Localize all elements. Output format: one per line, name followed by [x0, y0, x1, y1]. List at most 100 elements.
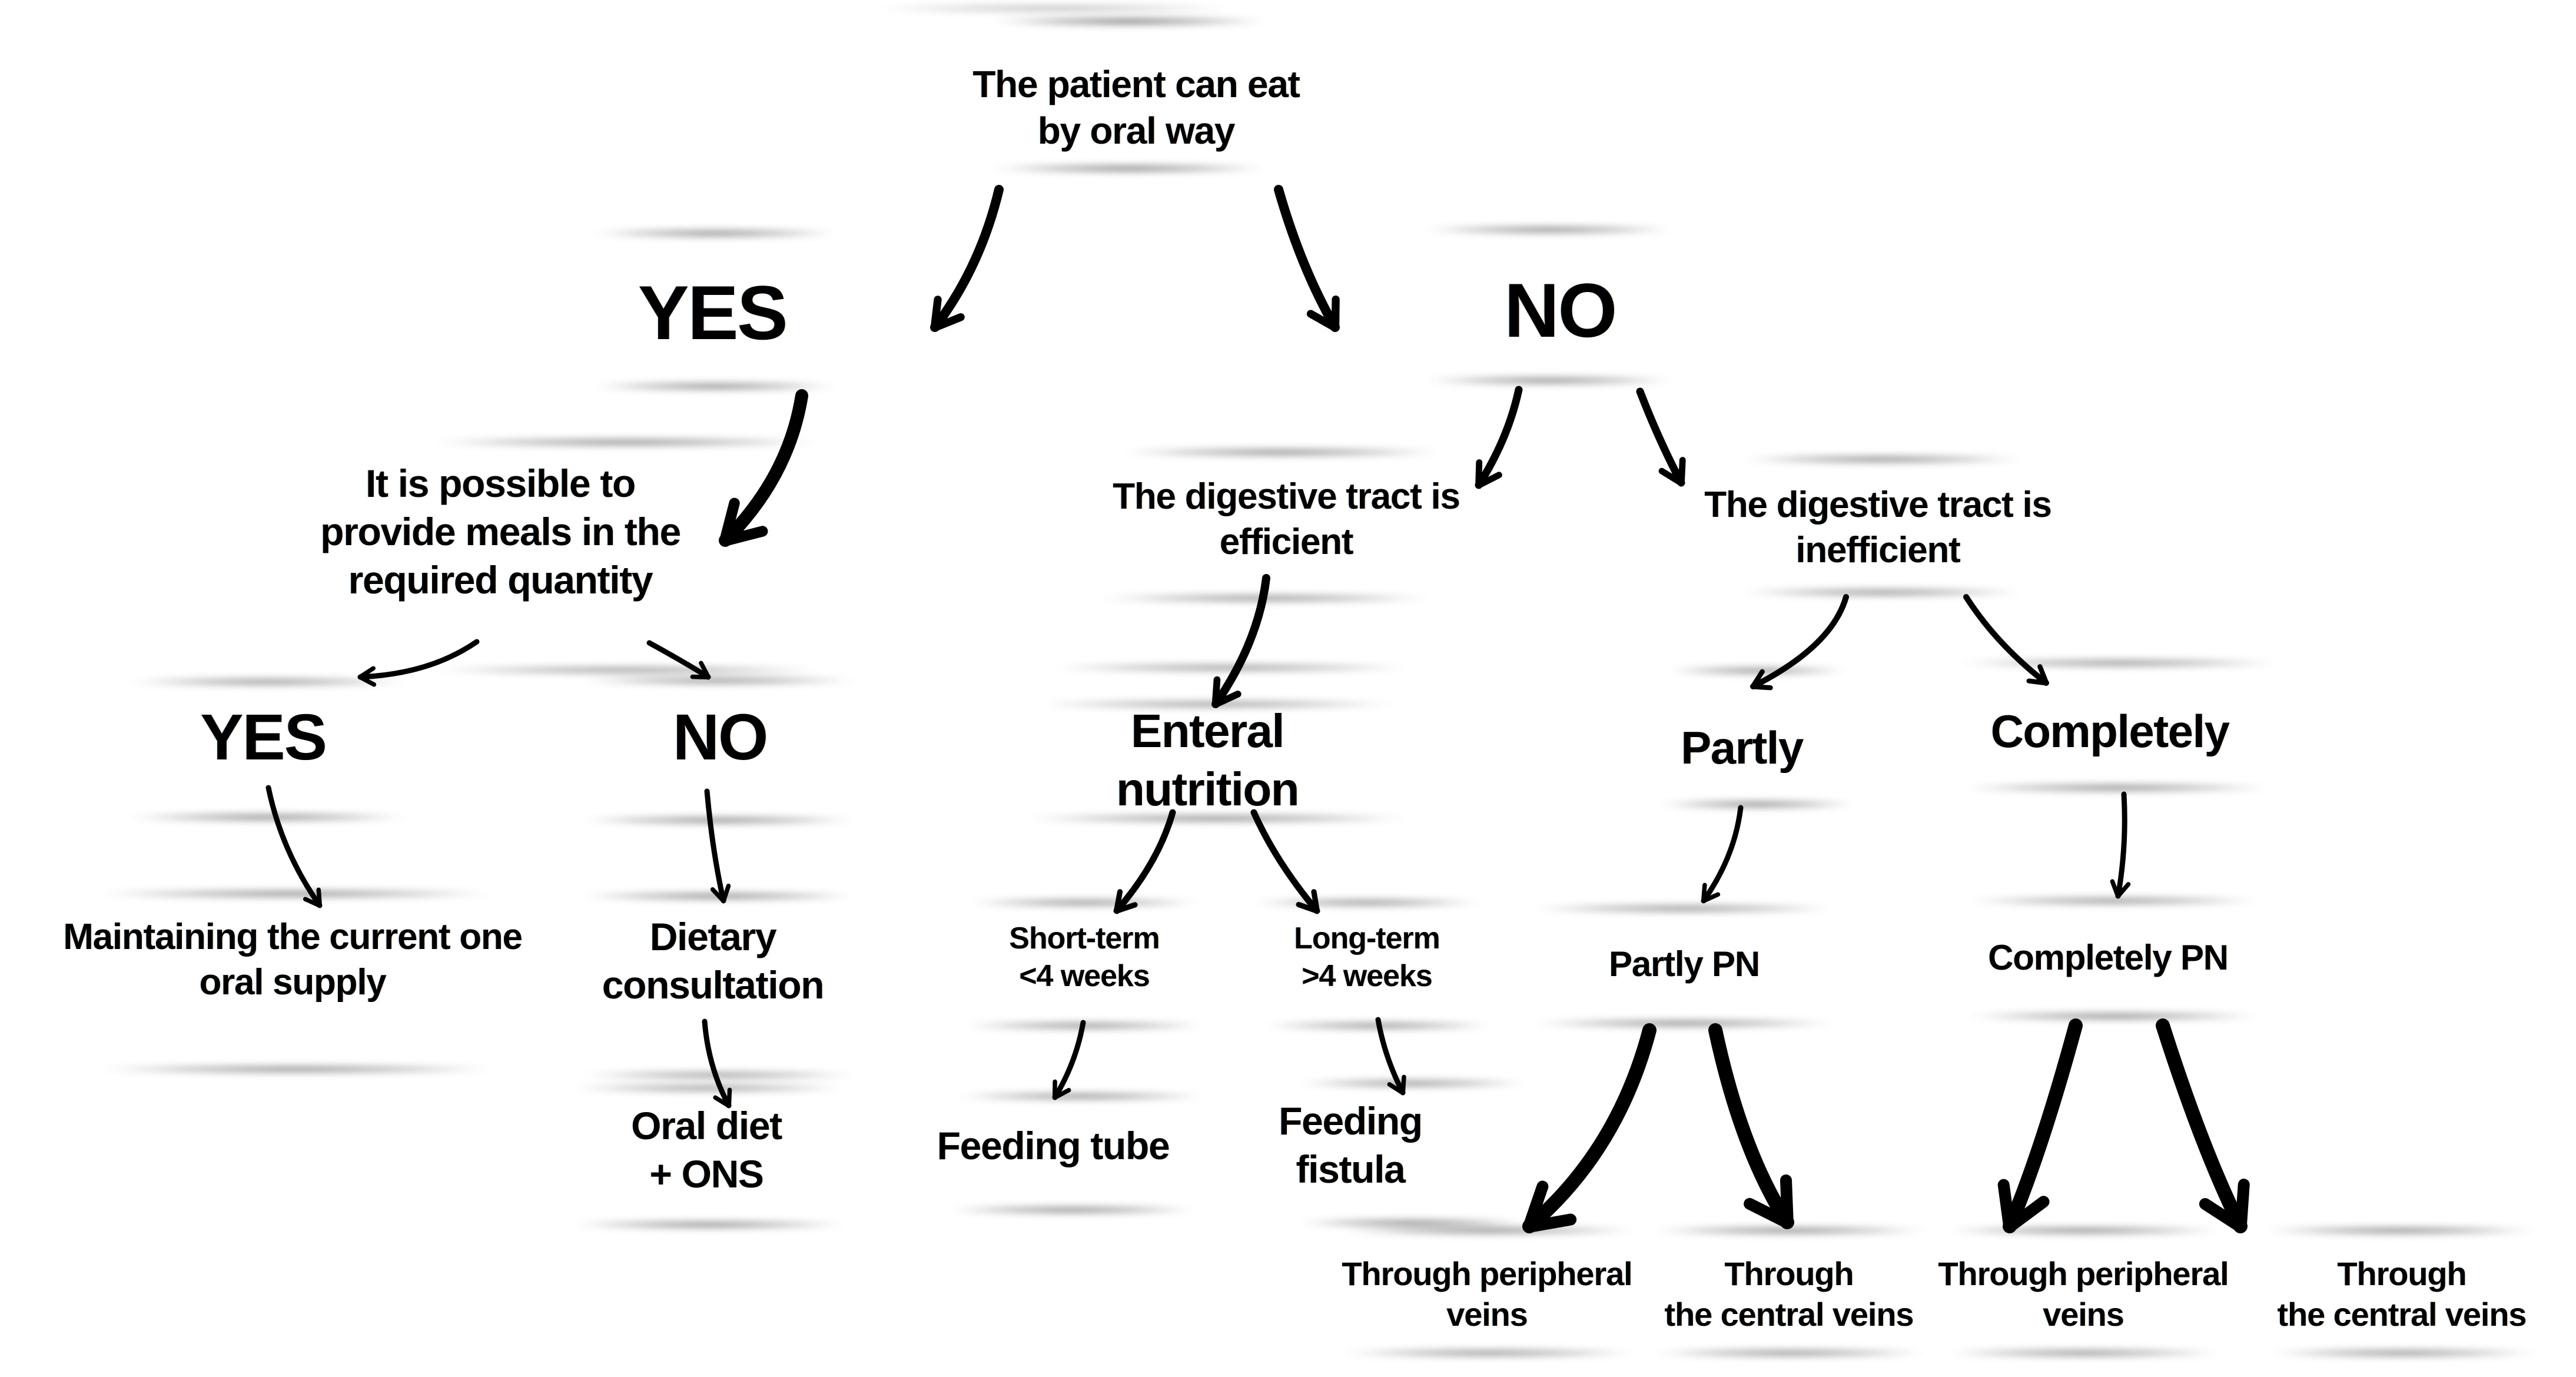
arrow-yes2-to-maintain	[265, 785, 323, 908]
shadow-bar	[1631, 801, 1884, 810]
arrow-possible-to-yes2	[357, 639, 480, 687]
node-possible-line: It is possible to	[366, 462, 636, 505]
shadow-bar	[1613, 1227, 1966, 1236]
node-possible-line: provide meals in the	[320, 509, 681, 553]
node-maintain-line: oral supply	[199, 961, 386, 1003]
shadow-bar	[542, 677, 895, 686]
node-no2-line: NO	[672, 701, 769, 774]
shadow-bar	[2225, 1227, 2576, 1236]
node-inefficient-line: The digestive tract is	[1704, 485, 2052, 525]
node-dietary-line: consultation	[602, 963, 825, 1007]
node-long-term-line: >4 weeks	[1302, 959, 1433, 994]
shadow-bar	[542, 817, 895, 826]
arrow-completely-to-completely-pn	[2110, 791, 2131, 899]
node-no1-line: NO	[1504, 267, 1617, 353]
shadow-bar	[542, 892, 895, 902]
shadow-bar	[928, 1022, 1240, 1031]
shadow-bar	[542, 1071, 895, 1081]
node-peripheral-veins-1-line: veins	[1446, 1296, 1528, 1333]
node-feeding-tube: Feeding tube	[937, 1122, 1170, 1170]
shadow-bar	[377, 439, 874, 448]
arrow-possible-to-no2	[646, 640, 711, 680]
arrow-root-to-no1	[1274, 185, 1340, 332]
shadow-bar	[41, 1066, 550, 1075]
node-root-line: The patient can eat	[972, 63, 1300, 105]
shadow-bar	[88, 814, 447, 823]
shadow-bar	[1919, 784, 2313, 794]
node-efficient: The digestive tract is efficient	[1113, 475, 1460, 565]
shadow-bar	[41, 890, 550, 900]
node-no1: NO	[1504, 263, 1617, 358]
shadow-bar	[920, 1093, 1241, 1102]
arrow-short-term-to-feeding-tube	[1052, 1020, 1086, 1100]
shadow-bar	[1907, 1227, 2260, 1236]
node-central-veins-2: Through the central veins	[2278, 1253, 2527, 1335]
arrow-root-to-yes1	[930, 185, 1004, 332]
node-completely-line: Completely	[1990, 705, 2230, 757]
node-inefficient-line: inefficient	[1795, 529, 1960, 570]
node-enteral-line: Enteral	[1130, 705, 1285, 757]
node-yes1-line: YES	[638, 270, 788, 356]
shadow-bar	[558, 230, 873, 239]
node-central-veins-2-line: Through	[2337, 1255, 2467, 1292]
node-dietary-line: Dietary	[649, 915, 777, 958]
shadow-bar	[1301, 1349, 1678, 1359]
shadow-bar	[1301, 1227, 1678, 1236]
shadow-bar	[378, 666, 875, 676]
shadow-bar	[1265, 1080, 1559, 1089]
arrow-no1-to-inefficient	[1636, 387, 1686, 487]
arrow-inefficient-to-completely	[1963, 594, 2049, 686]
node-enteral: Enteral nutrition	[1116, 702, 1300, 818]
node-partly-pn-line: Partly PN	[1609, 944, 1760, 984]
arrow-efficient-to-enteral	[1211, 574, 1270, 708]
node-oral-diet-line: + ONS	[649, 1152, 764, 1196]
shadow-bar	[937, 899, 1231, 908]
arrow-yes1-to-possible	[719, 389, 808, 547]
node-partly-pn: Partly PN	[1609, 943, 1760, 986]
shadow-bar	[952, 18, 1306, 27]
node-inefficient: The digestive tract is inefficient	[1704, 483, 2052, 573]
arrow-partly-to-partly-pn	[1701, 805, 1744, 904]
shadow-bar	[1701, 456, 2063, 465]
node-peripheral-veins-1: Through peripheral veins	[1342, 1253, 1632, 1335]
shadow-bar	[1907, 1349, 2260, 1359]
node-yes2-line: YES	[200, 701, 327, 774]
arrow-no2-to-dietary	[704, 788, 731, 904]
shadow-bar	[952, 165, 1306, 174]
node-dietary: Dietary consultation	[602, 913, 825, 1010]
node-maintain-line: Maintaining the current one	[63, 917, 523, 957]
shadow-bar	[533, 1221, 886, 1230]
node-peripheral-veins-2-line: Through peripheral	[1938, 1255, 2229, 1292]
arrow-partly-pn-to-central-veins-1	[1708, 1023, 1794, 1229]
node-root-line: by oral way	[1037, 110, 1236, 152]
shadow-bar	[2231, 1349, 2576, 1359]
node-enteral-line: nutrition	[1116, 763, 1300, 816]
shadow-bar	[1388, 377, 1709, 386]
shadow-bar	[88, 678, 447, 688]
arrow-enteral-to-long-term	[1250, 809, 1320, 914]
node-maintain: Maintaining the current one oral supply	[63, 915, 523, 1006]
shadow-bar	[1051, 595, 1479, 604]
node-efficient-line: efficient	[1219, 521, 1354, 562]
node-peripheral-veins-2-line: veins	[2043, 1296, 2124, 1333]
shadow-bar	[1001, 664, 1460, 673]
arrow-enteral-to-short-term	[1113, 809, 1176, 914]
node-central-veins-2-line: the central veins	[2277, 1296, 2527, 1333]
node-oral-diet-line: Oral diet	[631, 1104, 782, 1147]
node-completely-pn-line: Completely PN	[1988, 938, 2229, 977]
node-completely-pn: Completely PN	[1988, 936, 2229, 980]
node-short-term: Short-term <4 weeks	[1009, 920, 1160, 996]
shadow-bar	[1913, 659, 2325, 669]
node-feeding-fistula: Feeding fistula	[1279, 1097, 1423, 1194]
node-yes1: YES	[638, 266, 788, 360]
node-efficient-line: The digestive tract is	[1113, 476, 1460, 517]
shadow-bar	[1220, 899, 1514, 908]
node-possible-line: required quantity	[348, 558, 653, 602]
shadow-bar	[1388, 226, 1709, 235]
shadow-bar	[1489, 1020, 1878, 1029]
node-root: The patient can eat by oral way	[972, 61, 1300, 155]
arrow-partly-pn-to-peripheral-veins-1	[1522, 1023, 1657, 1233]
node-completely: Completely	[1990, 703, 2230, 760]
shadow-bar	[558, 383, 873, 392]
